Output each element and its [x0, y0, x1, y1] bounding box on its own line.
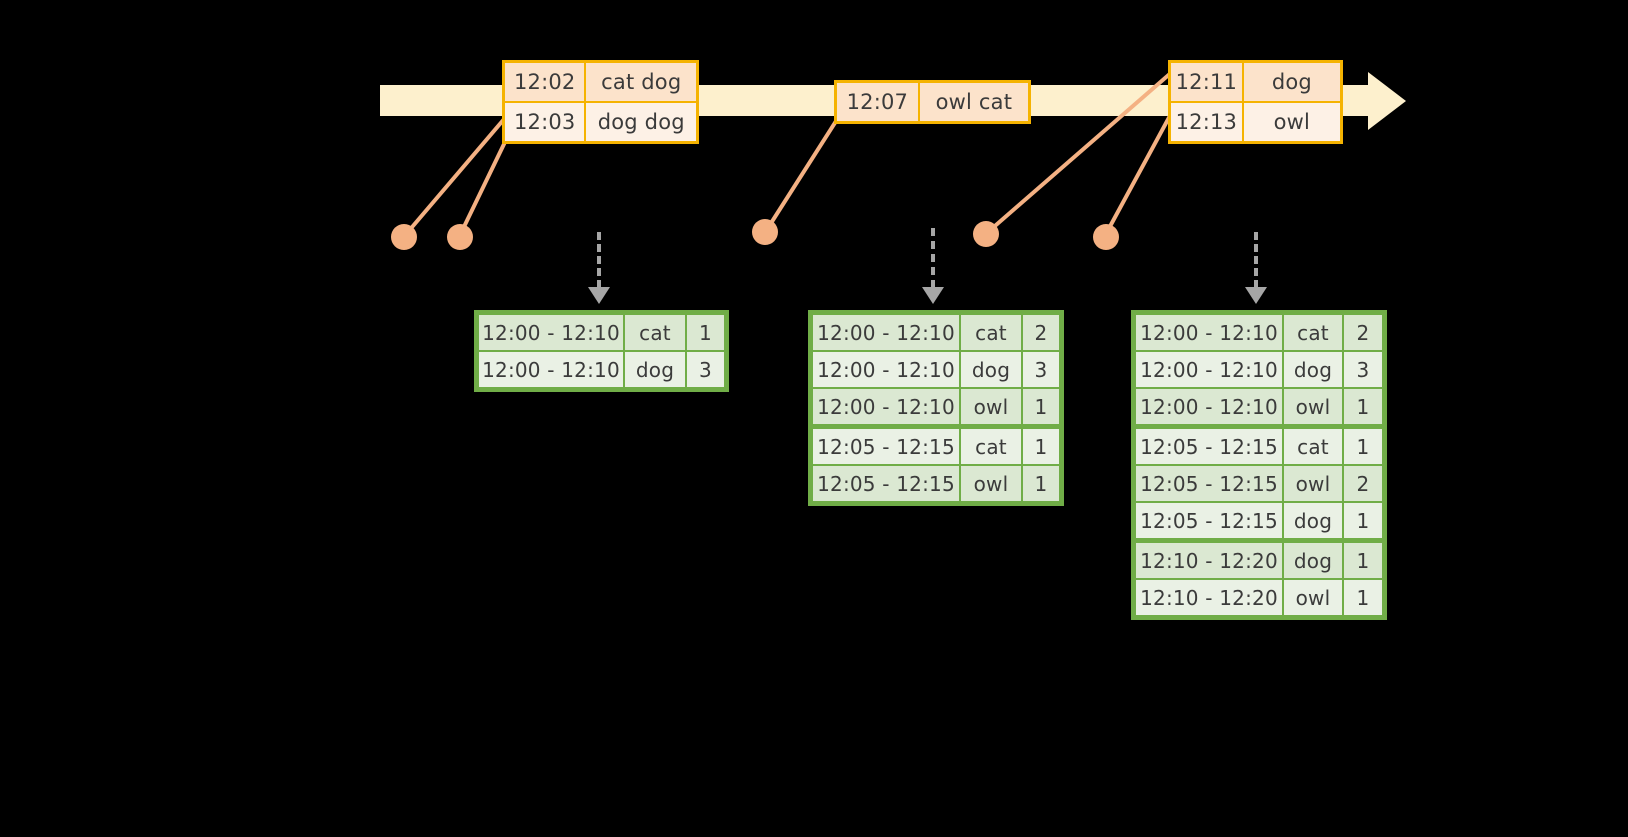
cell-window: 12:05 - 12:15 [1135, 502, 1283, 539]
cell-word: owl [960, 388, 1022, 425]
cell-word: owl [1283, 465, 1343, 502]
event-words: cat dog [586, 63, 696, 101]
cell-count: 1 [1022, 465, 1060, 502]
event-words: owl [1243, 103, 1340, 141]
cell-window: 12:00 - 12:10 [812, 388, 960, 425]
cell-word: owl [960, 465, 1022, 502]
event-time: 12:07 [837, 83, 920, 121]
cell-window: 12:00 - 12:10 [1135, 351, 1283, 388]
cell-window: 12:05 - 12:15 [1135, 465, 1283, 502]
event-time: 12:13 [1171, 103, 1244, 141]
cell-window: 12:10 - 12:20 [1135, 542, 1283, 579]
cell-window: 12:00 - 12:10 [478, 351, 624, 388]
arrow-shaft [931, 228, 935, 288]
cell-window: 12:00 - 12:10 [1135, 388, 1283, 425]
cell-window: 12:05 - 12:15 [812, 428, 960, 465]
event-dot [1093, 224, 1119, 250]
cell-window: 12:05 - 12:15 [812, 465, 960, 502]
cell-count: 2 [1343, 314, 1383, 351]
event-row: 12:07 owl cat [837, 83, 1028, 121]
arrow-head-icon [1245, 287, 1267, 304]
trigger-arrow-1 [588, 232, 610, 304]
cell-window: 12:10 - 12:20 [1135, 579, 1283, 616]
arrow-shaft [1254, 232, 1258, 288]
cell-word: cat [624, 314, 686, 351]
cell-word: owl [1283, 579, 1343, 616]
cell-count: 3 [1022, 351, 1060, 388]
cell-word: cat [1283, 314, 1343, 351]
event-time: 12:03 [505, 103, 587, 141]
event-words: owl cat [919, 83, 1028, 121]
event-group-2: 12:07 owl cat [834, 80, 1031, 124]
trigger-arrow-2 [922, 228, 944, 304]
cell-window: 12:00 - 12:10 [812, 351, 960, 388]
arrow-shaft [597, 232, 601, 288]
cell-word: cat [1283, 428, 1343, 465]
cell-count: 1 [1343, 542, 1383, 579]
timeline-arrowhead-icon [1368, 72, 1406, 130]
event-group-3: 12:11 dog 12:13 owl [1168, 60, 1343, 144]
cell-word: dog [960, 351, 1022, 388]
event-dot [973, 221, 999, 247]
cell-count: 1 [1022, 428, 1060, 465]
event-dot [391, 224, 417, 250]
cell-count: 1 [1343, 428, 1383, 465]
cell-count: 3 [1343, 351, 1383, 388]
event-dot [447, 224, 473, 250]
cell-word: cat [960, 428, 1022, 465]
event-row: 12:03 dog dog [505, 101, 696, 141]
cell-window: 12:00 - 12:10 [478, 314, 624, 351]
cell-count: 2 [1343, 465, 1383, 502]
cell-word: owl [1283, 388, 1343, 425]
cell-word: dog [1283, 542, 1343, 579]
cell-count: 3 [686, 351, 725, 388]
cell-word: dog [624, 351, 686, 388]
trigger-arrow-3 [1245, 232, 1267, 304]
cell-word: cat [960, 314, 1022, 351]
cell-window: 12:00 - 12:10 [1135, 314, 1283, 351]
event-row: 12:13 owl [1171, 101, 1340, 141]
arrow-head-icon [922, 287, 944, 304]
cell-word: dog [1283, 351, 1343, 388]
cell-count: 1 [1343, 388, 1383, 425]
cell-count: 1 [1343, 502, 1383, 539]
cell-count: 2 [1022, 314, 1060, 351]
event-words: dog [1243, 63, 1340, 101]
cell-window: 12:05 - 12:15 [1135, 428, 1283, 465]
cell-count: 1 [686, 314, 725, 351]
event-time: 12:02 [505, 63, 587, 101]
cell-window: 12:00 - 12:10 [812, 314, 960, 351]
cell-count: 1 [1343, 579, 1383, 616]
event-time: 12:11 [1171, 63, 1244, 101]
event-row: 12:11 dog [1171, 63, 1340, 101]
event-dot [752, 219, 778, 245]
cell-count: 1 [1022, 388, 1060, 425]
event-row: 12:02 cat dog [505, 63, 696, 101]
cell-word: dog [1283, 502, 1343, 539]
event-group-1: 12:02 cat dog 12:03 dog dog [502, 60, 699, 144]
arrow-head-icon [588, 287, 610, 304]
event-words: dog dog [586, 103, 696, 141]
